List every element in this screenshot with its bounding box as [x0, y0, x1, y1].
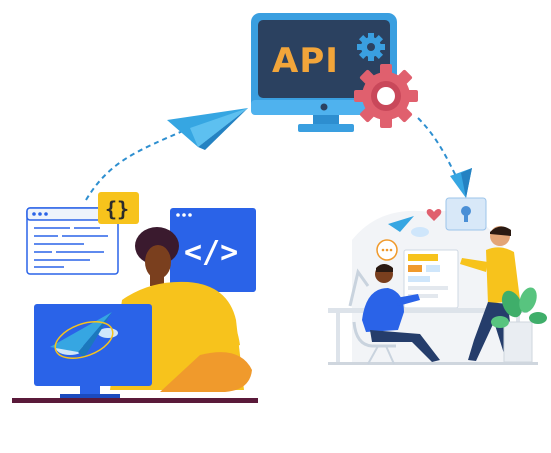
seated-person	[352, 264, 440, 365]
dashed-path-left	[85, 129, 186, 201]
gear-large-icon	[354, 64, 418, 128]
heart-icon	[426, 208, 442, 221]
laptop	[34, 304, 152, 398]
api-monitor: API	[251, 13, 418, 132]
paper-plane-icon	[167, 108, 248, 150]
api-label: API	[272, 41, 339, 81]
chat-bubble-icon	[376, 239, 398, 261]
standing-person	[460, 226, 520, 361]
desk	[12, 398, 258, 403]
plant	[491, 287, 547, 363]
developer-scene: {} </>	[12, 192, 258, 403]
desk-lamp	[348, 268, 370, 307]
team-scene	[328, 197, 547, 365]
arrow-down-icon	[450, 168, 472, 198]
gear-small-icon	[357, 33, 385, 61]
lock-card-icon	[445, 197, 487, 231]
braces-icon: {}	[105, 197, 129, 221]
code-document	[26, 207, 119, 275]
code-tag-panel: </>	[170, 208, 256, 292]
small-plane-icon	[388, 216, 414, 232]
code-tag-icon: </>	[184, 235, 238, 270]
braces-badge: {}	[98, 192, 139, 224]
task-board	[403, 249, 459, 309]
team-table	[328, 308, 528, 313]
